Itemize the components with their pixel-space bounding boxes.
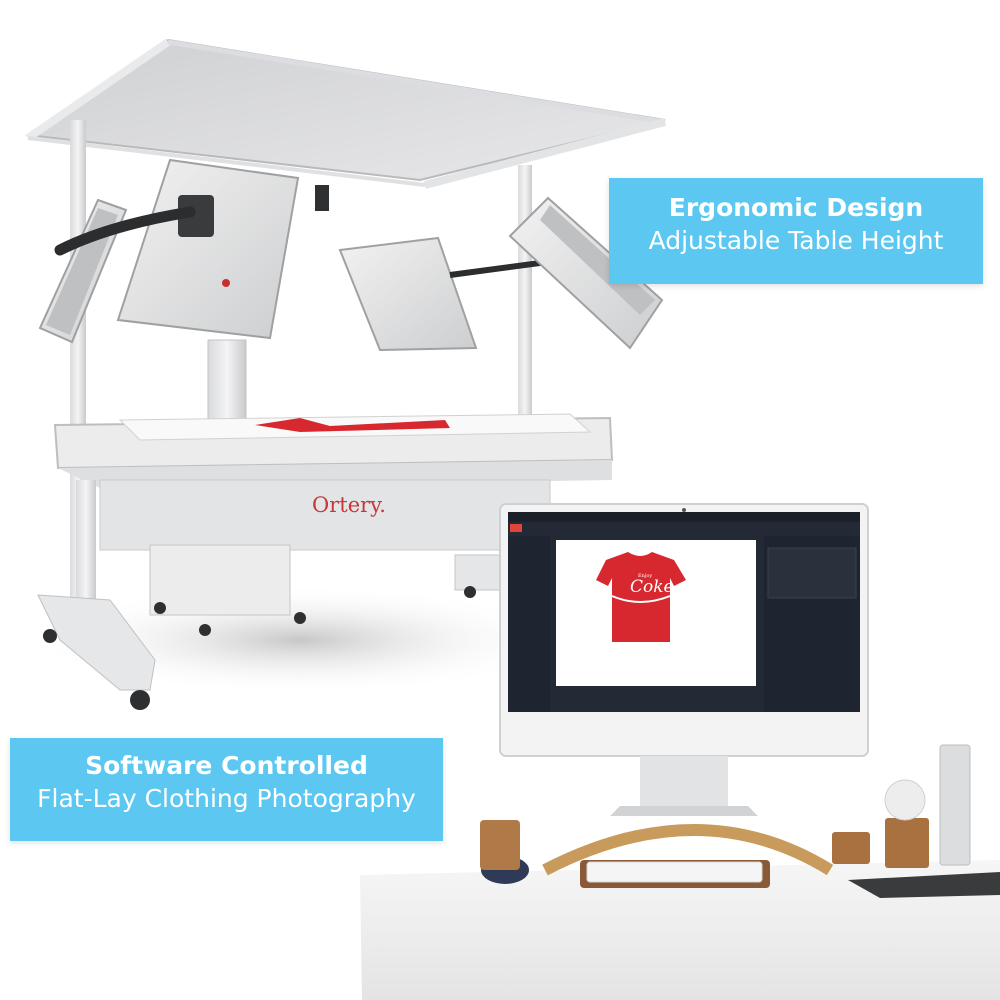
- light-panel-center: [338, 236, 478, 352]
- callout-ergonomic-design: Ergonomic Design Adjustable Table Height: [609, 178, 983, 284]
- table-shirt: [255, 418, 450, 432]
- desk: [360, 744, 1000, 1000]
- light-panel-left-large: [116, 158, 300, 340]
- table-base: [37, 480, 501, 710]
- callout-ergonomic-subtitle: Adjustable Table Height: [648, 226, 944, 255]
- light-panel-right: [449, 196, 664, 350]
- center-column: [207, 339, 247, 431]
- callout-software-controlled: Software Controlled Flat-Lay Clothing Ph…: [10, 738, 443, 841]
- callout-ergonomic-title: Ergonomic Design: [668, 193, 924, 222]
- callout-software-subtitle: Flat-Lay Clothing Photography: [37, 784, 416, 813]
- callout-software-title: Software Controlled: [85, 751, 368, 780]
- brand-logo: Ortery.: [312, 493, 386, 517]
- shirt-logo-text: Coke: [630, 577, 674, 597]
- flatlay-table: Ortery.: [53, 413, 614, 551]
- camera-arm: [54, 185, 329, 256]
- light-canopy: [25, 38, 667, 189]
- monitor-shirt: [596, 552, 686, 642]
- monitor: Enjoy Coke: [499, 503, 869, 816]
- shirt-small-text: Enjoy: [638, 573, 652, 579]
